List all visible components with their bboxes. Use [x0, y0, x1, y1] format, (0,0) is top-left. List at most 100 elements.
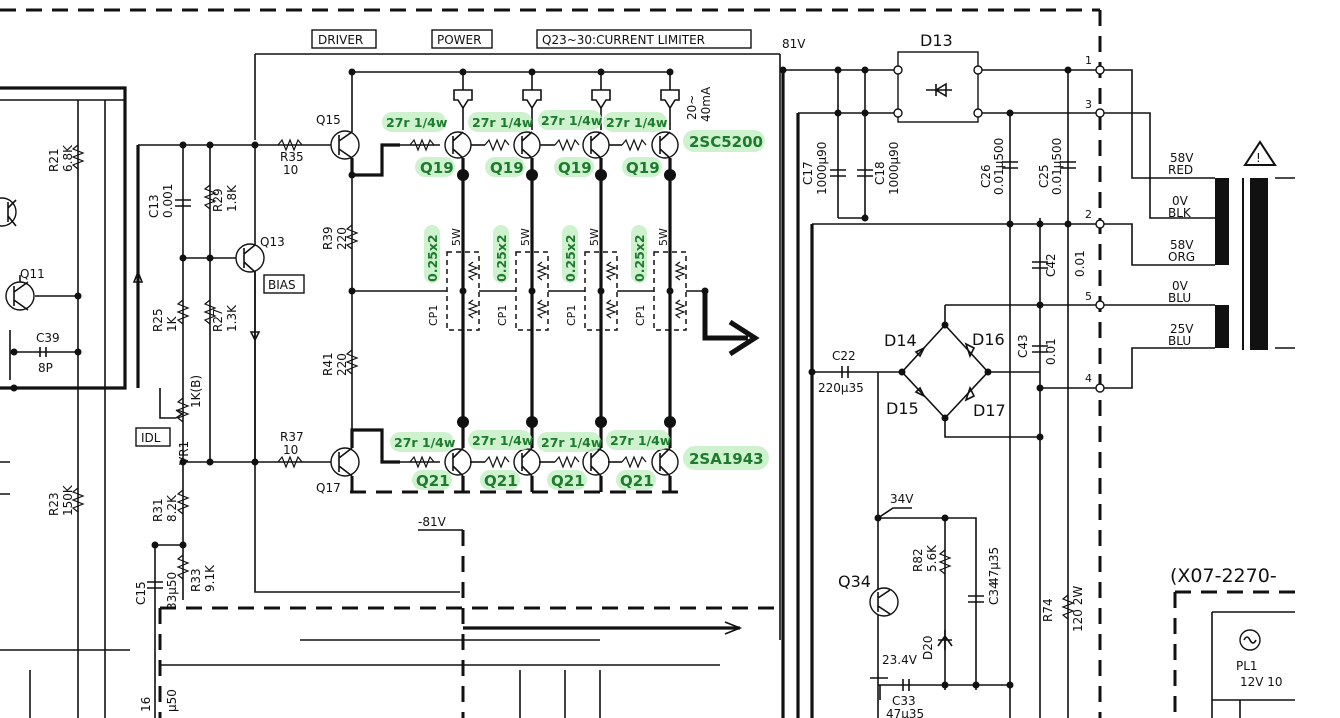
q19-label-2: Q19: [490, 159, 524, 177]
c39-value: 8P: [38, 361, 53, 375]
d14-label: D14: [884, 331, 917, 350]
c26-label: C26: [979, 164, 993, 188]
watt-label-1: 5W: [450, 228, 463, 246]
vr1-label: VR1: [177, 441, 191, 465]
tap-58v-a: 58V: [1170, 151, 1194, 165]
r82-label: R82: [911, 548, 925, 572]
r29-value: 1.8K: [225, 184, 239, 212]
lower-resistor-3: 27r 1/4w: [541, 435, 603, 450]
r35-label: R35: [280, 150, 304, 164]
pin-5: 5: [1085, 290, 1092, 303]
r41-value: 220: [335, 353, 349, 376]
c42-value: 0.01: [1073, 250, 1087, 277]
d13-label: D13: [920, 31, 953, 50]
tap-25v: 25V: [1170, 322, 1194, 336]
pl1-lamp: [1211, 611, 1295, 718]
tap-0v-b: 0V: [1172, 279, 1189, 293]
part-number: (X07-2270-: [1170, 565, 1277, 587]
output-stage: [300, 54, 781, 718]
r31-value: 8.2K: [165, 494, 179, 522]
c18-label: C18: [873, 161, 887, 185]
c25-value: 0.01μ500: [1050, 138, 1064, 195]
lower-resistor-4: 27r 1/4w: [610, 433, 672, 448]
left-driver-area: [0, 86, 130, 718]
c34-label: C34: [987, 581, 1001, 605]
c26-value: 0.01μ500: [992, 138, 1006, 195]
pin-2: 2: [1085, 208, 1092, 221]
idl-box: [135, 427, 171, 447]
q19-label-1: Q19: [420, 159, 454, 177]
r25-label: R25: [151, 308, 165, 332]
c16-label: 16: [139, 697, 153, 712]
r37-value: 10: [283, 443, 298, 457]
c33-label: C33: [892, 694, 916, 708]
r82-value: 5.6K: [925, 544, 939, 572]
c22-label: C22: [832, 349, 856, 363]
q15-label: Q15: [316, 113, 341, 127]
current-note-2: 40mA: [699, 86, 713, 122]
cp1-label-2: CP1: [496, 305, 509, 326]
d20-label: D20: [921, 635, 935, 660]
tap-blu-a: BLU: [1168, 291, 1191, 305]
d17-label: D17: [973, 401, 1006, 420]
r37-label: R37: [280, 430, 304, 444]
pl1-value: 12V 10: [1240, 675, 1283, 689]
upper-resistor-4: 27r 1/4w: [606, 115, 668, 130]
r23-label: R23: [47, 492, 61, 516]
r74-label: R74: [1041, 598, 1055, 622]
d15-label: D15: [886, 399, 919, 418]
pos-rail-label: 81V: [782, 37, 806, 51]
c39-label: C39: [36, 331, 60, 345]
cp1-label-3: CP1: [565, 305, 578, 326]
v23-label: 23.4V: [882, 653, 918, 667]
emitter-res-3: 0.25x2: [563, 234, 578, 282]
limiter-header-box: [536, 29, 752, 49]
r27-value: 1.3K: [225, 304, 239, 332]
c42-label: C42: [1044, 253, 1058, 277]
watt-label-3: 5W: [588, 228, 601, 246]
power-header-box: [431, 29, 493, 49]
r23-value: 150K: [61, 484, 75, 516]
power-header: POWER: [437, 33, 481, 47]
q19-label-4: Q19: [626, 159, 660, 177]
pin-1: 1: [1085, 54, 1092, 67]
driver-header-box: [311, 29, 377, 49]
lower-resistor-1: 27r 1/4w: [394, 435, 456, 450]
upper-resistor-2: 27r 1/4w: [472, 115, 534, 130]
q21-label-4: Q21: [620, 472, 654, 490]
q21-label-3: Q21: [551, 472, 585, 490]
npn-type-label: 2SC5200: [689, 133, 763, 151]
emitter-res-2: 0.25x2: [494, 234, 509, 282]
q11-label: Q11: [20, 267, 45, 281]
pl1-label: PL1: [1236, 659, 1258, 673]
vr1-value: 1K(B): [189, 375, 203, 408]
c22-value: 220μ35: [818, 381, 864, 395]
tap-0v-a: 0V: [1172, 194, 1189, 208]
watt-label-2: 5W: [519, 228, 532, 246]
c17-label: C17: [801, 161, 815, 185]
q13-label: Q13: [260, 235, 285, 249]
tap-org: ORG: [1168, 250, 1195, 264]
pin-4: 4: [1085, 372, 1092, 385]
watt-label-4: 5W: [657, 228, 670, 246]
pnp-type-label: 2SA1943: [689, 450, 764, 468]
c16-value: μ50: [165, 689, 179, 712]
tap-58v-b: 58V: [1170, 238, 1194, 252]
q34-label: Q34: [838, 572, 871, 591]
transformer: [1095, 65, 1295, 393]
r39-value: 220: [335, 227, 349, 250]
c17-value: 1000μ90: [815, 142, 829, 195]
bias-label: BIAS: [268, 278, 296, 292]
warning-icon: !: [1256, 151, 1261, 165]
r35-value: 10: [283, 163, 298, 177]
limiter-header: Q23~30:CURRENT LIMITER: [542, 33, 705, 47]
idl-label: IDL: [141, 431, 161, 445]
r39-label: R39: [321, 226, 335, 250]
tap-blk: BLK: [1168, 206, 1192, 220]
pin-3: 3: [1085, 98, 1092, 111]
r74-value: 120 2W: [1071, 586, 1085, 632]
q21-label-2: Q21: [484, 472, 518, 490]
c13-label: C13: [147, 194, 161, 218]
bias-network: [132, 53, 780, 718]
